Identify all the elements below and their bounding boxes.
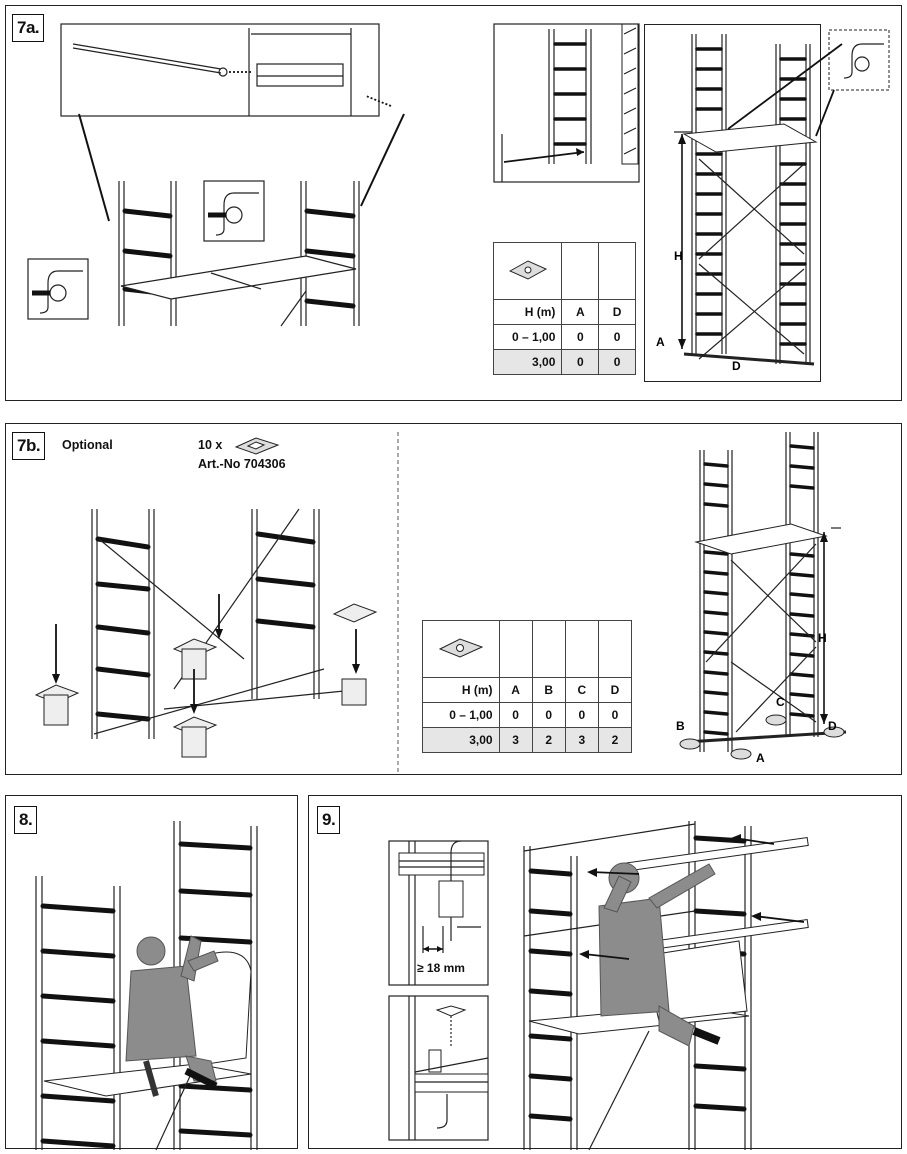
table-cell: 3 <box>498 727 533 753</box>
step-label-7a: 7a. <box>12 14 45 42</box>
clearance-measure: ≥ 18 mm <box>417 961 465 975</box>
table-cell: 0 <box>597 702 633 728</box>
dim-b-7b: B <box>676 719 685 733</box>
table-header-h: H (m) <box>492 299 563 325</box>
dim-h-7b: H <box>818 631 827 645</box>
article-number: Art.-No 704306 <box>198 457 286 471</box>
tall-scaffold-7a: H A D <box>656 29 890 373</box>
table-header-a: A <box>498 677 533 703</box>
base-plate-icon <box>508 259 547 280</box>
table-cell: 0 <box>598 349 636 375</box>
hook-detail-icon <box>203 180 265 242</box>
dim-a-7b: A <box>756 751 765 765</box>
table-cell: 0 <box>498 702 533 728</box>
table-cell: 0 <box>561 324 600 350</box>
table-cell: 3 <box>564 727 599 753</box>
guardrail-clamp-detail <box>388 840 489 986</box>
optional-note: Optional <box>62 438 113 452</box>
dim-a-7a: A <box>656 335 665 349</box>
worker-climbing-illustration <box>35 821 258 1151</box>
quantity-note: 10 x <box>198 438 223 452</box>
step-label-8: 8. <box>14 806 38 834</box>
tall-scaffold-box-7a <box>644 24 821 382</box>
height-table-7b: H (m) A B C D 0 – 1,00 0 0 0 0 3,00 3 2 … <box>422 620 633 753</box>
table-header-a: A <box>561 299 600 325</box>
table-header-d: D <box>597 677 633 703</box>
dim-c-7b: C <box>776 695 785 709</box>
scaffold-platform-7a <box>118 181 360 327</box>
table-header-h: H (m) <box>422 677 500 703</box>
table-cell: 0 <box>564 702 599 728</box>
base-plate-icon <box>234 437 280 455</box>
table-cell: 0 – 1,00 <box>422 702 500 728</box>
panel-7a: 7a. <box>5 5 902 401</box>
ladder-wall-detail <box>493 23 640 183</box>
dim-d-7a: D <box>732 359 741 373</box>
scaffold-base-plates <box>34 508 378 758</box>
table-cell: 2 <box>597 727 633 753</box>
panel-8: 8. <box>5 795 298 1151</box>
worker-guardrail-illustration <box>523 821 809 1151</box>
table-header-c: C <box>564 677 599 703</box>
table-cell: 0 <box>561 349 600 375</box>
base-plate-icon <box>438 637 484 658</box>
table-cell: 3,00 <box>422 727 500 753</box>
tall-scaffold-7b: H B C D A <box>676 432 847 765</box>
callout-lines <box>78 113 405 222</box>
divider-dashed <box>397 432 399 772</box>
guardrail-wingnut-detail <box>388 995 489 1141</box>
dim-d-7b: D <box>828 719 837 733</box>
table-cell: 0 <box>531 702 566 728</box>
step-label-9: 9. <box>317 806 341 834</box>
dim-h-7a: H <box>674 249 683 263</box>
table-header-b: B <box>531 677 566 703</box>
hook-detail-icon <box>27 258 89 320</box>
panel-9: 9. ≥ 18 mm <box>308 795 902 1151</box>
panel-7b: 7b. Optional 10 x Art.-No 704306 <box>5 423 902 775</box>
table-cell: 3,00 <box>492 349 563 375</box>
height-table-7a: H (m) A D 0 – 1,00 0 0 3,00 0 0 <box>492 242 636 375</box>
step-label-7b: 7b. <box>12 432 46 460</box>
detail-inset-rail <box>60 23 392 117</box>
table-cell: 0 – 1,00 <box>492 324 563 350</box>
table-cell: 2 <box>531 727 566 753</box>
table-header-d: D <box>598 299 636 325</box>
table-cell: 0 <box>598 324 636 350</box>
